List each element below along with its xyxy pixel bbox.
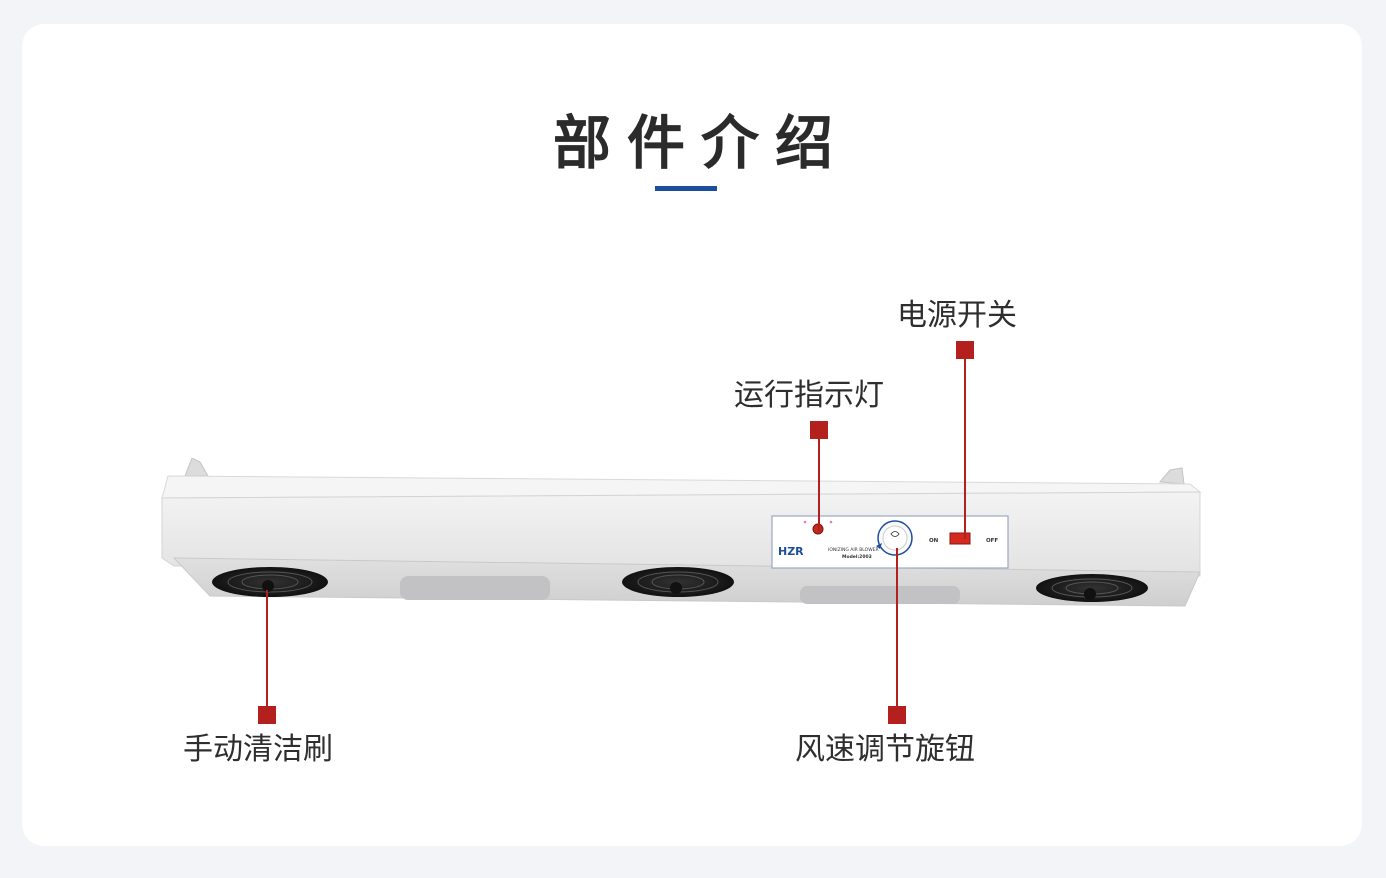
callout-marker-speed-knob bbox=[888, 706, 906, 724]
mount-bracket-left bbox=[184, 458, 209, 477]
callout-line-power-switch bbox=[964, 359, 966, 539]
callout-marker-power-switch bbox=[956, 341, 974, 359]
callout-line-speed-knob bbox=[896, 548, 898, 708]
callout-line-indicator-light bbox=[818, 439, 820, 531]
fan-right bbox=[1036, 574, 1148, 602]
callout-marker-cleaning-brush bbox=[258, 706, 276, 724]
mount-bracket-right bbox=[1159, 467, 1185, 485]
svg-text:ON: ON bbox=[929, 538, 939, 544]
callout-power-switch: 电源开关 bbox=[897, 298, 1017, 333]
svg-text:HZR: HZR bbox=[778, 545, 804, 558]
svg-text:OFF: OFF bbox=[986, 538, 998, 544]
content-card bbox=[22, 24, 1362, 846]
svg-text:Model:2003: Model:2003 bbox=[842, 554, 872, 560]
callout-speed-knob: 风速调节旋钮 bbox=[795, 732, 975, 767]
callout-indicator-light: 运行指示灯 bbox=[734, 378, 884, 413]
callout-marker-indicator-light bbox=[810, 421, 828, 439]
title-underline bbox=[655, 186, 717, 191]
svg-text:IONIZING AIR BLOWER: IONIZING AIR BLOWER bbox=[828, 547, 879, 553]
callout-line-cleaning-brush bbox=[266, 590, 268, 708]
callout-cleaning-brush: 手动清洁刷 bbox=[183, 732, 333, 767]
ionizing-air-blower-image: HZR IONIZING AIR BLOWER Model:2003 ON OF… bbox=[161, 458, 1202, 607]
power-switch bbox=[949, 532, 971, 545]
page-title: 部件介绍 bbox=[552, 109, 849, 177]
